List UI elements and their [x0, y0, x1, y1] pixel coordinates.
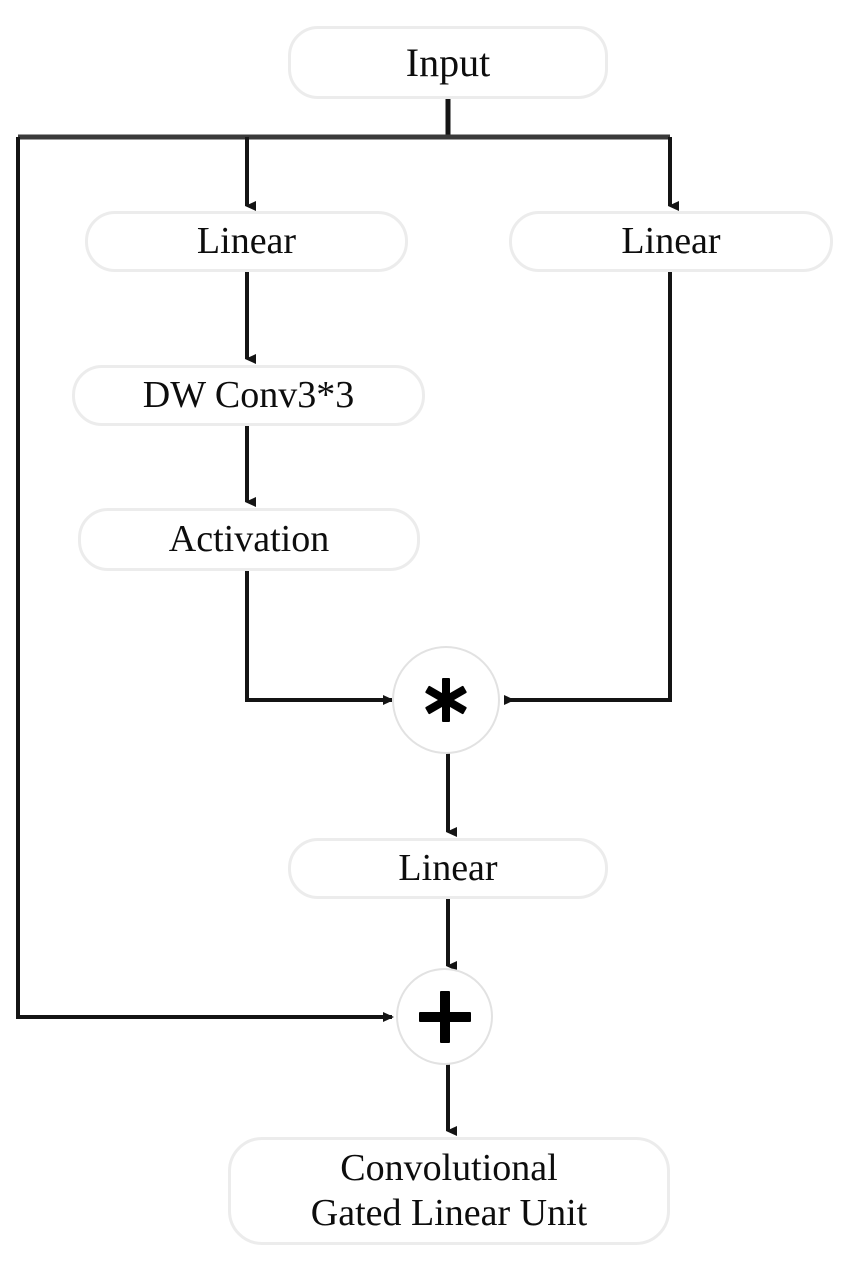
edge-linear-right-to-multiply: [504, 271, 672, 705]
node-linear-left-label: Linear: [196, 220, 297, 263]
node-input[interactable]: Input: [288, 26, 608, 99]
edge-activation-to-multiply: [245, 571, 394, 705]
asterisk-icon: [424, 678, 468, 722]
node-dw-conv-label: DW Conv3*3: [142, 374, 355, 417]
node-input-label: Input: [405, 39, 491, 85]
node-dw-conv[interactable]: DW Conv3*3: [72, 365, 425, 426]
node-activation[interactable]: Activation: [78, 508, 420, 571]
node-linear-bottom[interactable]: Linear: [288, 838, 608, 899]
node-linear-right[interactable]: Linear: [509, 211, 833, 272]
node-linear-right-label: Linear: [621, 220, 721, 263]
node-output[interactable]: Convolutional Gated Linear Unit: [228, 1137, 670, 1245]
node-linear-left[interactable]: Linear: [85, 211, 408, 272]
node-linear-bottom-label: Linear: [398, 847, 498, 890]
node-add[interactable]: [396, 968, 493, 1065]
node-activation-label: Activation: [168, 518, 330, 561]
node-output-label: Convolutional Gated Linear Unit: [310, 1147, 588, 1234]
node-multiply[interactable]: [392, 646, 500, 754]
plus-icon: [418, 990, 471, 1043]
